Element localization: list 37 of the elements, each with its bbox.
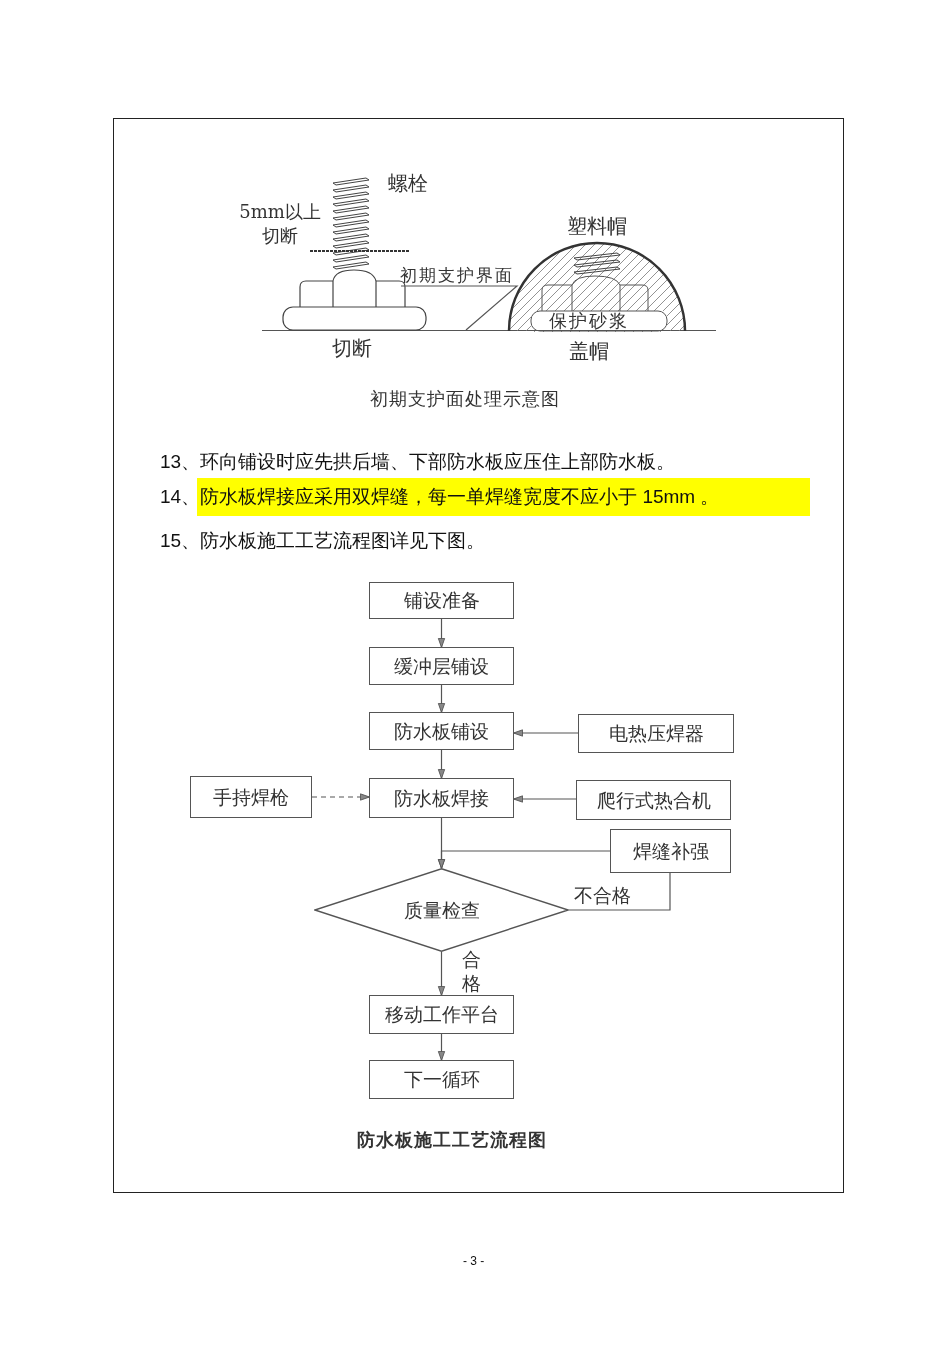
decision-text: 质量检查 <box>403 898 480 922</box>
arrow <box>437 951 446 996</box>
process-box: 下一循环 <box>369 1060 514 1099</box>
part-label: 5mm以上切断 <box>238 200 322 248</box>
arrow <box>513 729 579 737</box>
list-item: 15、防水板施工工艺流程图详见下图。 <box>160 529 486 553</box>
arrow <box>437 749 446 779</box>
list-item: 13、环向铺设时应先拱后墙、下部防水板应压住上部防水板。 <box>160 450 676 474</box>
process-box: 铺设准备 <box>369 582 514 619</box>
process-box: 缓冲层铺设 <box>369 647 514 685</box>
leader-line <box>400 285 519 331</box>
arrow <box>437 1033 446 1061</box>
process-box: 防水板焊接 <box>369 778 514 818</box>
arrow <box>311 793 370 801</box>
part-label: 保护砂浆 <box>549 310 629 331</box>
leader-label: 初期支护界面 <box>400 264 518 286</box>
arrow <box>437 684 446 713</box>
edge-label: 合格 <box>462 947 481 995</box>
process-box: 手持焊枪 <box>190 776 312 818</box>
edge-label: 不合格 <box>574 883 631 907</box>
page-number: - 3 - <box>463 1253 485 1269</box>
process-box: 爬行式热合机 <box>576 780 731 820</box>
arrow <box>513 795 577 803</box>
part-label: 盖帽 <box>569 338 609 364</box>
figure-caption: 初期支护面处理示意图 <box>370 387 560 411</box>
process-box: 焊缝补强 <box>610 829 731 873</box>
list-item: 14、防水板焊接应采用双焊缝，每一单焊缝宽度不应小于 15mm 。 <box>160 478 810 516</box>
figure-caption: 防水板施工工艺流程图 <box>357 1128 547 1152</box>
part-label: 塑料帽 <box>567 213 627 239</box>
connector-line <box>568 872 671 911</box>
process-box: 移动工作平台 <box>369 995 514 1034</box>
part-label: 切断 <box>332 335 372 361</box>
process-box: 电热压焊器 <box>578 714 734 753</box>
part-label: 螺栓 <box>388 170 428 196</box>
arrow <box>437 850 611 869</box>
arrow <box>437 618 446 648</box>
process-box: 防水板铺设 <box>369 712 514 750</box>
